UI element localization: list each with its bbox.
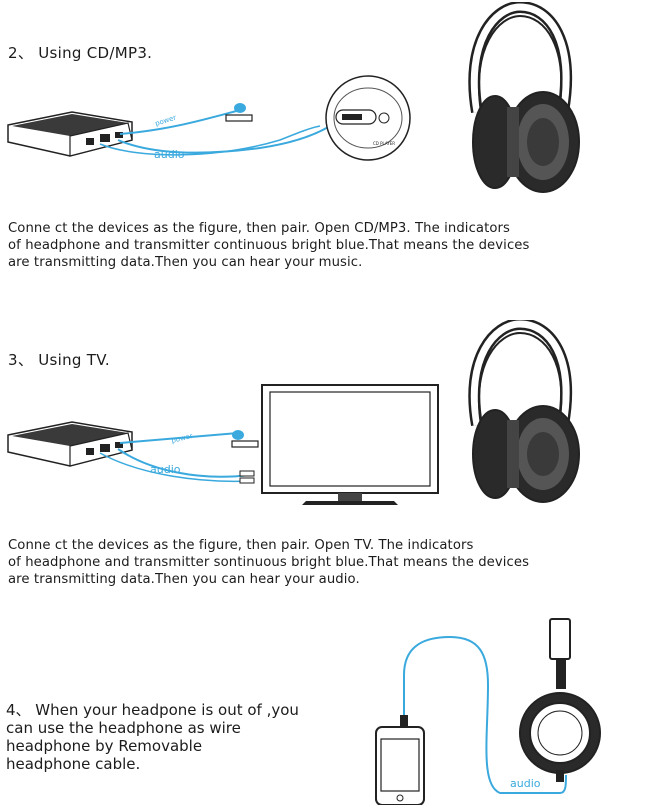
tv-setup-illustration: power audio [7, 384, 439, 505]
smartphone-icon [375, 726, 425, 805]
headphone-illustration-1 [468, 2, 580, 193]
section2-paragraph: Conne ct the devices as the figure, then… [8, 221, 530, 270]
transmitter-device-icon [7, 421, 133, 467]
section3-paragraph: Conne ct the devices as the figure, then… [8, 538, 530, 587]
audio-cable-label: audio [510, 777, 541, 790]
section4-paragraph: 4、 When your headpone is out of ,you can… [6, 701, 299, 773]
wired-setup-illustration: audio [375, 618, 601, 805]
section2-heading: 2、 Using CD/MP3. [8, 44, 153, 62]
cd-setup-illustration: power audio CD PLAYER [7, 75, 411, 161]
transmitter-device-icon [7, 111, 133, 157]
power-adapter-icon [225, 103, 253, 122]
headphone-illustration-2 [468, 320, 580, 503]
cd-player-icon: CD PLAYER [325, 75, 411, 161]
section3-heading: 3、 Using TV. [8, 351, 110, 369]
headphone-side-icon [519, 618, 601, 782]
cd-player-label: CD PLAYER [373, 141, 395, 146]
power-cable-label: power [171, 432, 194, 445]
headphone-icon [468, 320, 580, 503]
audio-cable-label: audio [154, 148, 185, 161]
television-icon [261, 384, 439, 505]
audio-cable-label: audio [150, 463, 181, 476]
headphone-icon [468, 2, 580, 193]
power-adapter-icon [231, 430, 259, 448]
